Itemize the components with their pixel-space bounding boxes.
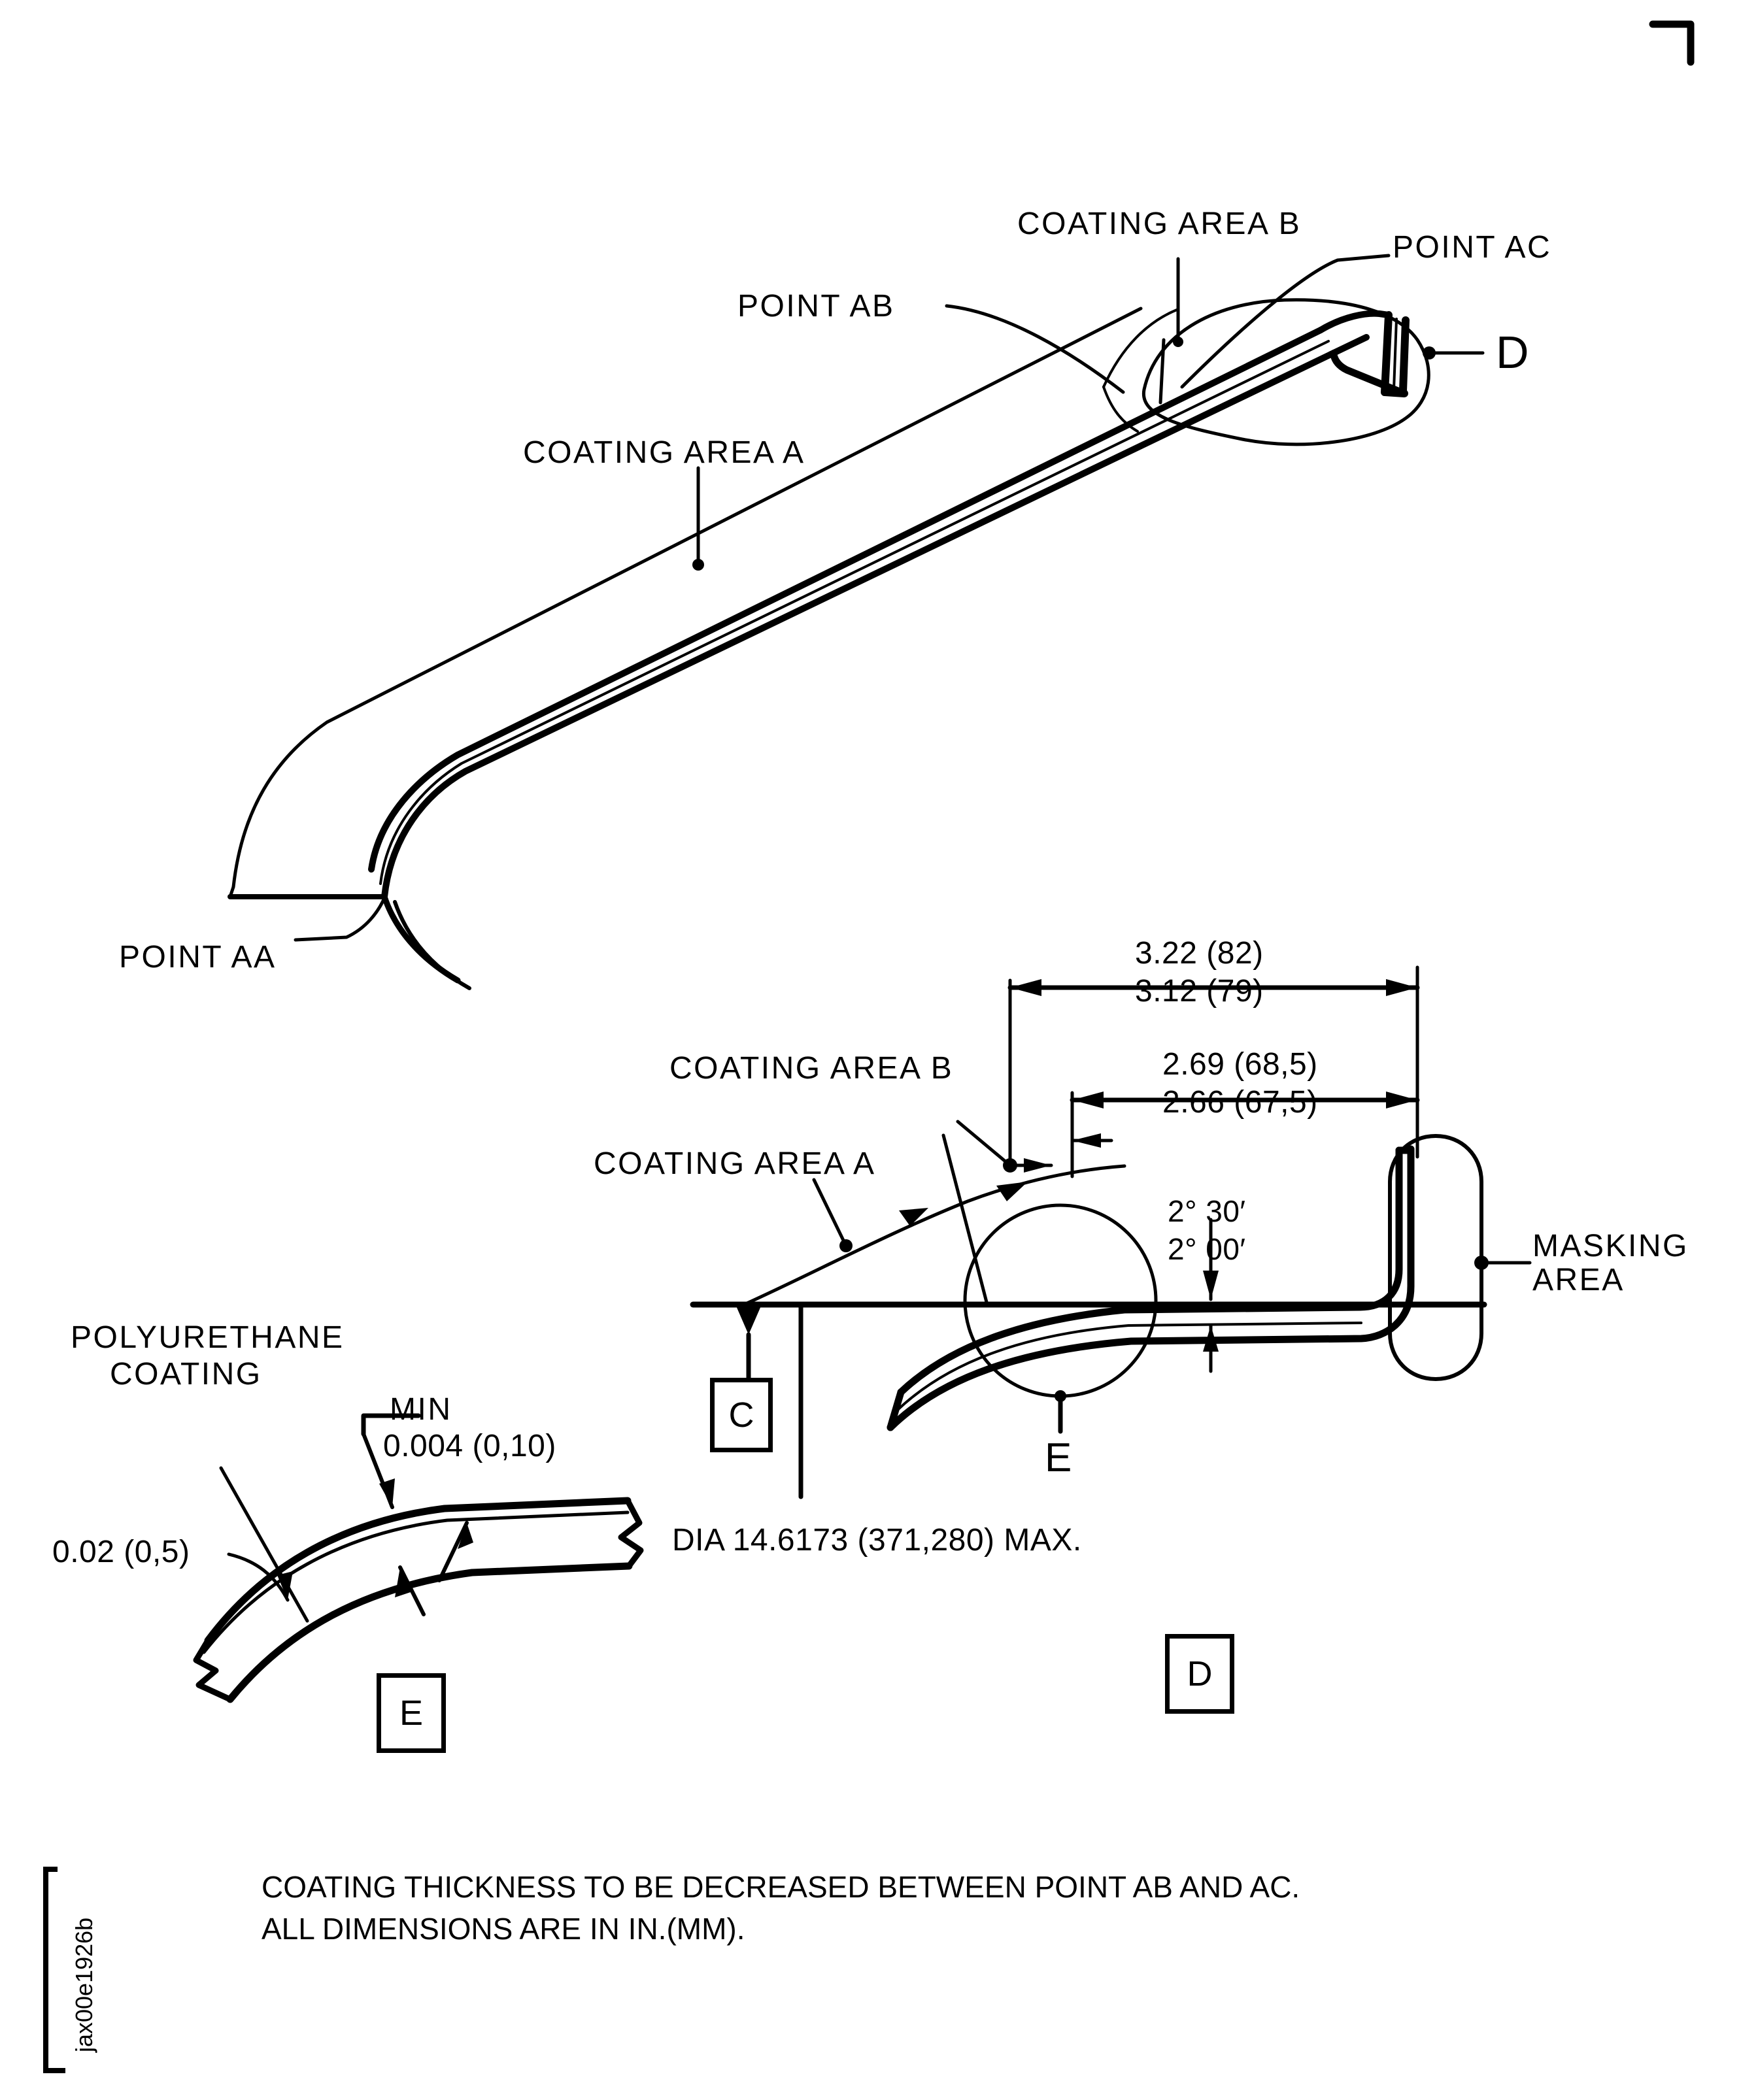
callout-detail-e-in-d: E — [1045, 1435, 1072, 1480]
detail-e-geometry — [193, 1413, 644, 1703]
label-polyurethane-line2: COATING — [110, 1357, 262, 1392]
dimension-outer-lower: 3.12 (79) — [1135, 974, 1264, 1008]
label-coating-area-b-detail: COATING AREA B — [669, 1051, 954, 1086]
label-coating-area-b-top: COATING AREA B — [1017, 207, 1302, 241]
datum-triangle — [735, 1305, 762, 1335]
dimension-inner-upper: 2.69 (68,5) — [1162, 1047, 1318, 1082]
callout-detail-d-top: D — [1496, 327, 1530, 378]
top-view-leaders — [294, 254, 1485, 942]
label-min-value: 0.004 (0,10) — [383, 1429, 556, 1463]
label-coating-area-a-top: COATING AREA A — [523, 435, 805, 470]
detail-d-leaders — [742, 1120, 1532, 1307]
label-masking-area-line2: AREA — [1532, 1263, 1625, 1297]
dimension-angle-lower: 2° 00′ — [1168, 1232, 1246, 1266]
dimension-outer-upper: 3.22 (82) — [1135, 936, 1264, 971]
dimension-angle-upper: 2° 30′ — [1168, 1194, 1246, 1228]
label-coating-area-a-detail: COATING AREA A — [594, 1146, 876, 1181]
dimension-inner-lower: 2.66 (67,5) — [1162, 1085, 1318, 1120]
datum-feature-c: C — [710, 1378, 773, 1452]
label-polyurethane-line1: POLYURETHANE — [71, 1320, 345, 1355]
label-point-ac: POINT AC — [1393, 230, 1552, 265]
crop-mark-top-right — [1649, 20, 1695, 66]
view-title-d: D — [1165, 1634, 1234, 1714]
view-title-e: E — [377, 1673, 446, 1753]
label-min: MIN — [390, 1392, 452, 1427]
note-line-2: ALL DIMENSIONS ARE IN IN.(MM). — [262, 1912, 745, 1946]
detail-d-geometry — [690, 1134, 1487, 1499]
dimension-diameter: DIA 14.6173 (371,280) MAX. — [672, 1523, 1082, 1558]
detail-d-dimensions — [1007, 965, 1420, 1373]
label-masking-area-line1: MASKING — [1532, 1229, 1689, 1263]
label-edge-value: 0.02 (0,5) — [52, 1535, 190, 1569]
note-line-1: COATING THICKNESS TO BE DECREASED BETWEE… — [262, 1870, 1300, 1904]
top-view-part-outline — [228, 298, 1430, 990]
label-point-aa: POINT AA — [119, 940, 277, 975]
label-point-ab: POINT AB — [737, 289, 895, 324]
